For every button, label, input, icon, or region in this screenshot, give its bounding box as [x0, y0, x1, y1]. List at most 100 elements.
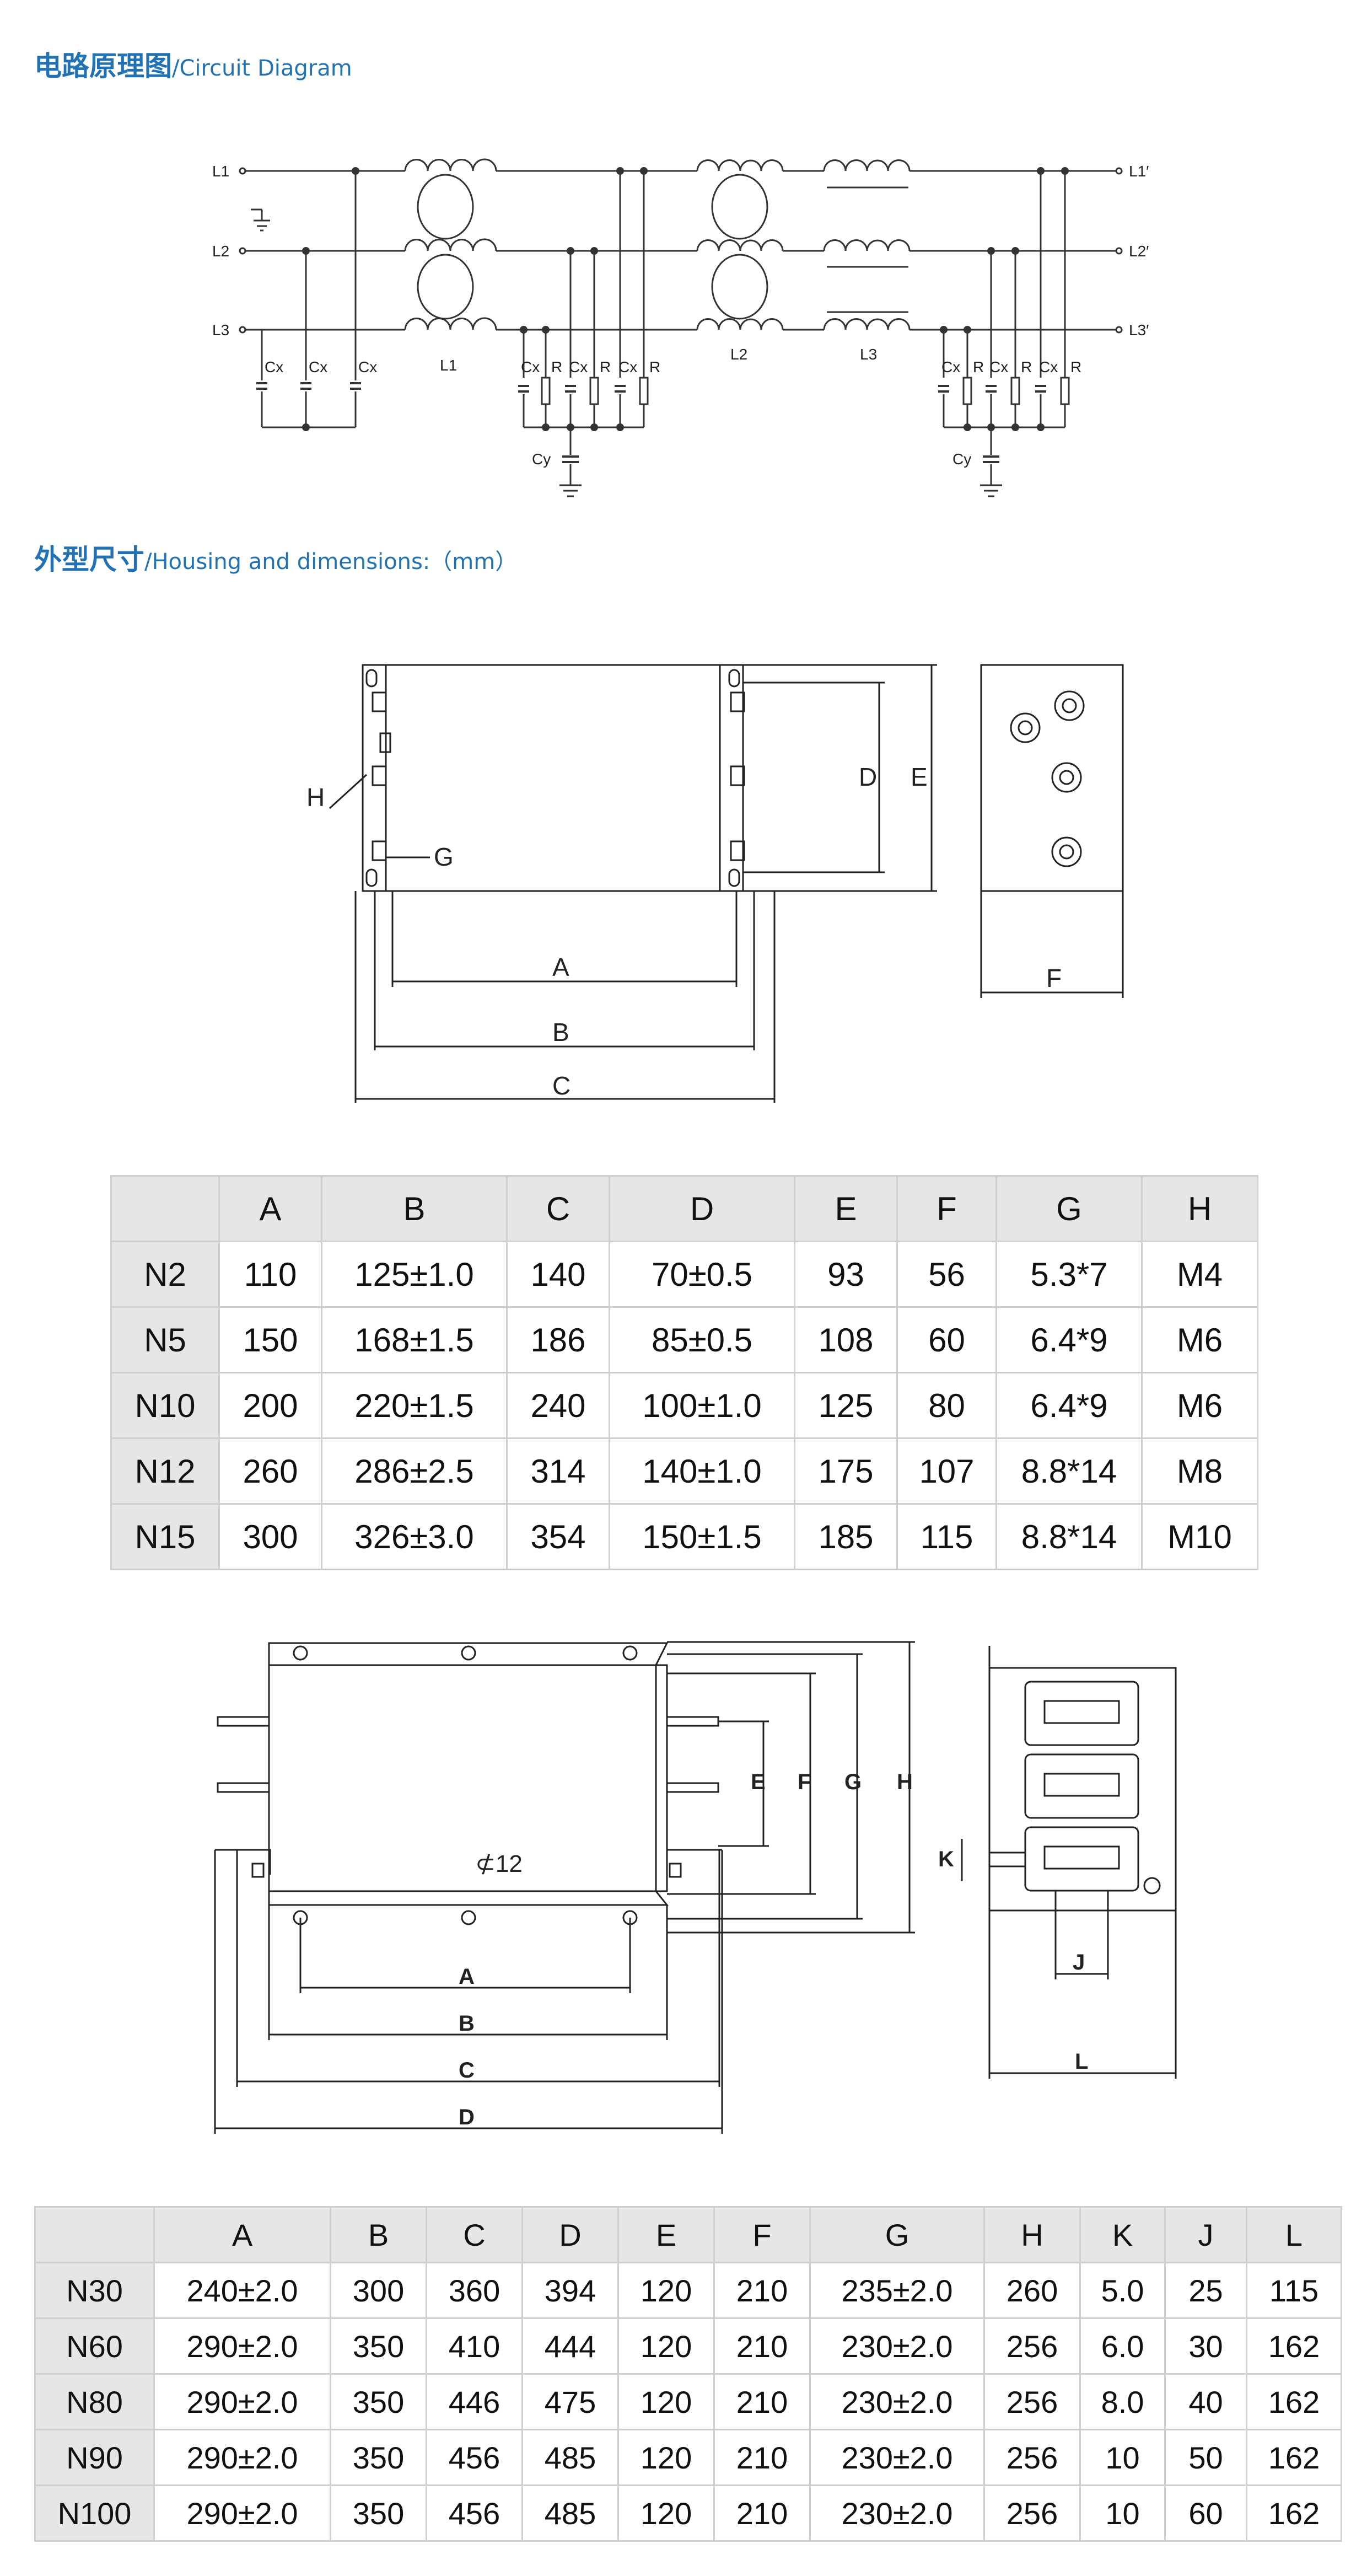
table-cell: 8.8*14: [995, 1437, 1143, 1505]
table-cell: 475: [521, 2373, 619, 2430]
inductor-label-l3: L3: [860, 346, 877, 363]
table-cell: 108: [794, 1306, 898, 1373]
table-cell: 140: [506, 1241, 610, 1308]
housing-drawing-large: A B C D E F G H J K L ⊄12: [214, 1641, 1177, 2134]
housing-heading-zh: 外型尺寸: [34, 544, 144, 576]
table-cell: 410: [426, 2317, 523, 2375]
table-cell: 220±1.5: [321, 1372, 508, 1439]
column-header: H: [1141, 1175, 1258, 1242]
table-cell: 120: [617, 2484, 715, 2542]
table-cell: 290±2.0: [153, 2429, 331, 2486]
column-header: J: [1164, 2206, 1247, 2263]
cx-label: Cx: [521, 358, 540, 375]
model-cell: N60: [34, 2317, 155, 2375]
table-cell: 50: [1164, 2429, 1247, 2486]
input-label-l3: L3: [212, 321, 229, 339]
table-cell: 56: [896, 1241, 997, 1308]
table-cell: 162: [1246, 2484, 1342, 2542]
column-header: G: [995, 1175, 1143, 1242]
cy-label: Cy: [532, 450, 551, 468]
table-cell: 125±1.0: [321, 1241, 508, 1308]
dim-b-label: B: [459, 2011, 475, 2036]
table-cell: 175: [794, 1437, 898, 1505]
table-cell: 210: [713, 2373, 811, 2430]
table-cell: 444: [521, 2317, 619, 2375]
cx-label: Cx: [1039, 358, 1058, 375]
table-cell: 260: [218, 1437, 322, 1505]
dim-c-label: C: [459, 2058, 475, 2083]
column-header: A: [153, 2206, 331, 2263]
column-header: G: [809, 2206, 985, 2263]
circuit-diagram: L1 L2 L3 L1′ L2′ L3′ Cx Cx Cx Cx R Cx R …: [212, 158, 1149, 497]
cx-label: Cx: [358, 358, 377, 375]
model-cell: N5: [110, 1306, 220, 1373]
column-header: K: [1079, 2206, 1166, 2263]
housing-dimensions-heading: 外型尺寸/Housing and dimensions:（mm）: [34, 538, 517, 577]
dim-h-label: H: [897, 1770, 913, 1794]
dim-c-label: C: [552, 1071, 571, 1100]
dim-j-label: J: [1073, 1950, 1085, 1974]
dim-d-label: D: [459, 2105, 475, 2129]
table-cell: 6.4*9: [995, 1372, 1143, 1439]
dim-l-label: L: [1075, 2049, 1088, 2074]
dim-g-label: G: [434, 842, 454, 871]
table-cell: 235±2.0: [809, 2262, 985, 2319]
table-cell: 70±0.5: [609, 1241, 795, 1308]
dim-f-label: F: [1046, 964, 1062, 992]
table-cell: 446: [426, 2373, 523, 2430]
r-label: R: [649, 358, 660, 375]
table-cell: 350: [330, 2484, 427, 2542]
table-cell: 115: [1246, 2262, 1342, 2319]
table-cell: 456: [426, 2484, 523, 2542]
table-cell: 85±0.5: [609, 1306, 795, 1373]
column-header: C: [506, 1175, 610, 1242]
column-header: L: [1246, 2206, 1342, 2263]
model-cell: N10: [110, 1372, 220, 1439]
dim-e-label: E: [751, 1770, 766, 1794]
table-cell: 25: [1164, 2262, 1247, 2319]
table-cell: 162: [1246, 2429, 1342, 2486]
table-cell: 240±2.0: [153, 2262, 331, 2319]
table-cell: 210: [713, 2484, 811, 2542]
input-label-l2: L2: [212, 243, 229, 260]
table-cell: 6.0: [1079, 2317, 1166, 2375]
r-label: R: [1070, 358, 1081, 375]
table-cell: 107: [896, 1437, 997, 1505]
column-header: C: [426, 2206, 523, 2263]
column-header: E: [617, 2206, 715, 2263]
table-cell: 256: [983, 2373, 1081, 2430]
r-label: R: [551, 358, 562, 375]
table-cell: 290±2.0: [153, 2484, 331, 2542]
table-cell: 230±2.0: [809, 2373, 985, 2430]
cy-label: Cy: [952, 450, 971, 468]
column-header: A: [218, 1175, 322, 1242]
table-cell: 162: [1246, 2373, 1342, 2430]
table-cell: 350: [330, 2317, 427, 2375]
model-cell: N80: [34, 2373, 155, 2430]
table-cell: 354: [506, 1503, 610, 1570]
table-cell: 80: [896, 1372, 997, 1439]
column-header: E: [794, 1175, 898, 1242]
table-cell: 186: [506, 1306, 610, 1373]
inductor-label-l1: L1: [440, 357, 457, 374]
column-header: F: [896, 1175, 997, 1242]
table-cell: 120: [617, 2429, 715, 2486]
table-cell: M4: [1141, 1241, 1258, 1308]
table-cell: 290±2.0: [153, 2373, 331, 2430]
table-cell: 40: [1164, 2373, 1247, 2430]
table-cell: 350: [330, 2373, 427, 2430]
dim-d-label: D: [859, 763, 877, 791]
table-corner-cell: [110, 1175, 220, 1242]
table-cell: 115: [896, 1503, 997, 1570]
table-cell: 300: [330, 2262, 427, 2319]
